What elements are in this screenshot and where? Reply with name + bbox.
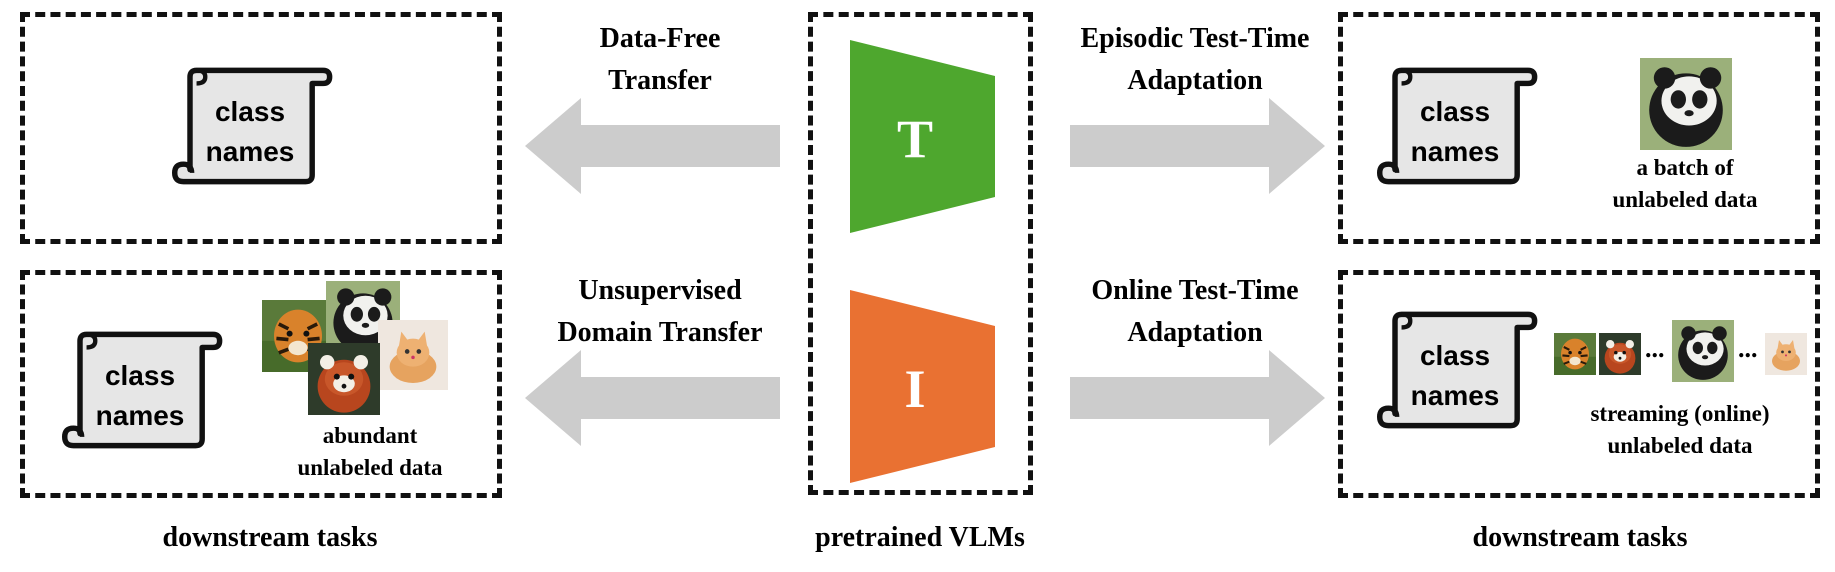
arrow-episodic-tta (1070, 98, 1325, 194)
red-panda-image (1599, 333, 1641, 375)
ellipsis: ... (1645, 334, 1665, 363)
unsupervised-domain-transfer-label: Unsupervised Domain Transfer (557, 275, 763, 348)
arrow-data-free-transfer (525, 98, 780, 194)
data-free-task-box (20, 12, 502, 244)
batch-data-caption: a batch of unlabeled data (1612, 155, 1758, 212)
streaming-data-caption: streaming (online) unlabeled data (1590, 401, 1770, 458)
red-panda-image (308, 343, 380, 415)
kitten-image (1765, 333, 1807, 375)
arrow-unsupervised-domain-transfer (525, 350, 780, 446)
ellipsis: ... (1738, 334, 1758, 363)
pretrained-vlms-box (808, 12, 1033, 495)
arrow-online-tta (1070, 350, 1325, 446)
panda-image (1672, 320, 1734, 382)
text-encoder-label: T (896, 109, 934, 169)
text-encoder (850, 40, 995, 233)
image-encoder (850, 290, 995, 483)
episodic-tta-label: Episodic Test-Time Adaptation (1080, 23, 1310, 96)
kitten-image (378, 320, 448, 390)
online-task-box (1338, 270, 1820, 498)
pretrained-vlms-caption: pretrained VLMs (815, 522, 1025, 553)
episodic-task-box (1338, 12, 1820, 244)
online-tta-label: Online Test-Time Adaptation (1091, 275, 1299, 348)
right-downstream-caption: downstream tasks (1472, 522, 1688, 553)
panda-image (1640, 58, 1732, 150)
abundant-data-caption: abundant unlabeled data (297, 423, 443, 480)
tiger-image (1554, 333, 1596, 375)
data-free-transfer-label: Data-Free Transfer (599, 23, 721, 96)
image-encoder-label: I (904, 359, 926, 419)
unsupervised-task-box (20, 270, 502, 498)
left-downstream-caption: downstream tasks (162, 522, 378, 553)
